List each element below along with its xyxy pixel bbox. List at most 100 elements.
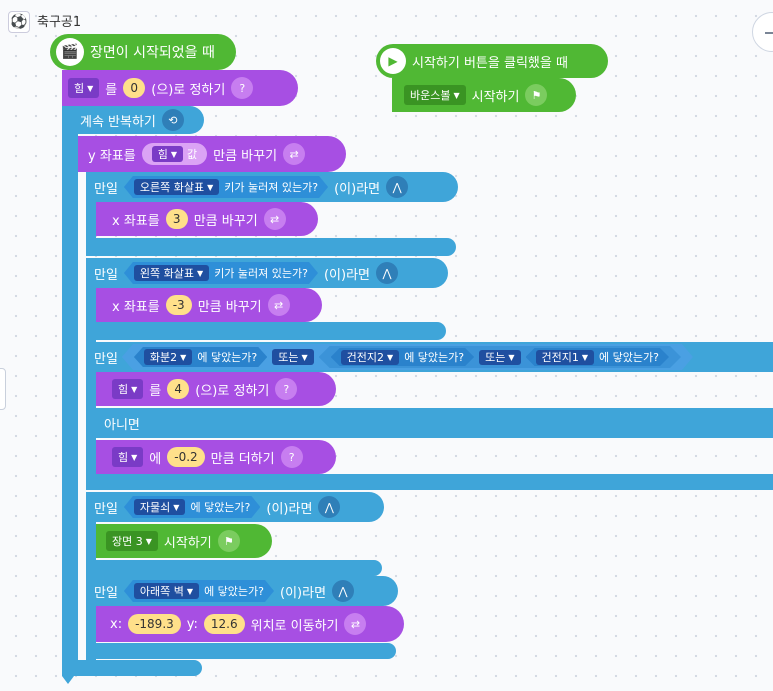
variable-dropdown[interactable]: 힘▼: [112, 447, 144, 467]
chevron-down-icon: ▼: [197, 268, 204, 278]
condition-text: 에 닿았는가?: [204, 585, 264, 598]
change-x-prefix: x 좌표를: [112, 299, 160, 315]
help-icon[interactable]: ?: [275, 378, 298, 400]
change-x-neg-content: x 좌표를 -3 만큼 바꾸기 ⇄: [112, 294, 290, 316]
zoom-out-button[interactable]: [752, 12, 773, 52]
arrows-icon: ⇄: [267, 294, 290, 316]
flag-icon: ⚑: [217, 530, 240, 552]
object-dropdown[interactable]: 건전지2▼: [341, 350, 400, 365]
forever-loop-arm: [62, 130, 78, 675]
touching-condition[interactable]: 아래쪽 벽▼ 에 닿았는가?: [124, 580, 274, 602]
object-dropdown[interactable]: 자물쇠▼: [134, 499, 186, 515]
value-input[interactable]: -0.2: [167, 447, 205, 467]
if-else-end: [86, 474, 773, 490]
value-input[interactable]: 0: [123, 78, 146, 98]
touching-condition-3[interactable]: 건전지1▼ 에 닿았는가?: [526, 348, 669, 366]
chevron-down-icon: ▼: [145, 536, 152, 546]
condition-text: 키가 눌러져 있는가?: [224, 181, 319, 194]
change-x-pos-content: x 좌표를 3 만큼 바꾸기 ⇄: [112, 208, 286, 230]
if-label: 만일: [94, 585, 118, 601]
x-label: x:: [110, 616, 123, 632]
branch-icon: ⋀: [332, 580, 355, 602]
key-pressed-condition[interactable]: 오른쪽 화살표▼ 키가 눌러져 있는가?: [124, 176, 328, 198]
or-label: 또는: [278, 351, 299, 364]
if-label: 만일: [94, 351, 118, 367]
or-condition[interactable]: 화분2▼ 에 닿았는가? 또는▼ 건전지2▼ 에 닿았는가? 또는▼ 건전지1▼…: [122, 344, 693, 370]
touching-condition[interactable]: 자물쇠▼ 에 닿았는가?: [124, 496, 260, 518]
else-content: 아니면: [104, 413, 140, 433]
set-power-4-text2: (으)로 정하기: [195, 383, 270, 399]
then-label: (이)라면: [323, 267, 371, 283]
object-dropdown[interactable]: 화분2▼: [144, 349, 192, 365]
add-power-text1: 에: [149, 451, 162, 467]
if-block-left-arm: [86, 286, 96, 342]
set-power-0-text2: (으)로 정하기: [151, 82, 226, 98]
touching-condition-2[interactable]: 건전지2▼ 에 닿았는가?: [331, 348, 474, 366]
variable-value-slot[interactable]: 힘▼ 값: [141, 143, 208, 165]
variable-dropdown[interactable]: 힘▼: [112, 379, 144, 399]
if-or-content: 만일 화분2▼ 에 닿았는가? 또는▼ 건전지2▼ 에 닿았는가? 또는▼ 건전…: [94, 344, 693, 370]
change-y-prefix: y 좌표를: [88, 148, 136, 164]
change-x-suffix: 만큼 바꾸기: [193, 213, 258, 229]
object-name: 건전지1: [541, 351, 579, 364]
start-bounce-content: 바운스볼▼ 시작하기 ⚑: [404, 84, 548, 106]
add-power-text2: 만큼 더하기: [210, 451, 275, 467]
variable-dropdown[interactable]: 힘▼: [68, 78, 100, 98]
key-dropdown[interactable]: 왼쪽 화살표▼: [134, 265, 209, 281]
object-dropdown[interactable]: 바운스볼▼: [404, 85, 466, 105]
variable-dropdown[interactable]: 힘▼: [151, 146, 183, 162]
sprite-name: 축구공1: [37, 15, 82, 30]
key-dropdown[interactable]: 오른쪽 화살표▼: [134, 179, 219, 195]
or-dropdown[interactable]: 또는▼: [479, 350, 520, 365]
value-input[interactable]: 3: [165, 209, 188, 229]
if-wall-content: 만일 아래쪽 벽▼ 에 닿았는가? (이)라면 ⋀: [94, 580, 355, 602]
key-name: 오른쪽 화살표: [139, 181, 205, 194]
help-icon[interactable]: ?: [280, 446, 303, 468]
event-scene-start-label: 장면이 시작되었을 때: [90, 45, 215, 61]
event-start-click-content: ▶ 시작하기 버튼을 클릭했을 때: [380, 48, 568, 74]
side-panel-handle[interactable]: [0, 368, 6, 410]
if-block-lock-end: [86, 560, 382, 576]
set-variable-block[interactable]: [62, 70, 298, 106]
object-dropdown[interactable]: 아래쪽 벽▼: [134, 583, 199, 599]
loop-icon: ⟲: [161, 109, 184, 131]
set-power-0-text1: 를: [105, 82, 118, 98]
loop-end-arrow: [62, 676, 74, 684]
condition-text: 에 닿았는가?: [404, 351, 465, 364]
arrows-icon: ⇄: [283, 143, 306, 165]
forever-label: 계속 반복하기: [80, 114, 156, 130]
if-block-wall-arm: [86, 604, 96, 660]
object-dropdown[interactable]: 건전지1▼: [536, 350, 595, 365]
chevron-down-icon: ▼: [131, 384, 138, 394]
move-xy-suffix: 위치로 이동하기: [250, 618, 339, 634]
change-y-content: y 좌표를 힘▼ 값 만큼 바꾸기 ⇄: [88, 143, 306, 165]
sprite-thumbnail[interactable]: ⚽: [8, 11, 30, 33]
if-block-right-end: [86, 238, 456, 256]
if-lock-content: 만일 자물쇠▼ 에 닿았는가? (이)라면 ⋀: [94, 496, 341, 518]
if-block-lock-arm: [86, 520, 96, 576]
value-input[interactable]: 4: [167, 379, 190, 399]
object-name: 바운스볼: [410, 89, 451, 102]
scene-dropdown[interactable]: 장면 3▼: [106, 531, 158, 551]
scene-name: 장면 3: [112, 535, 143, 548]
add-power-content: 힘▼ 에 -0.2 만큼 더하기 ?: [112, 446, 303, 468]
x-value-input[interactable]: -189.3: [128, 614, 181, 634]
key-pressed-condition[interactable]: 왼쪽 화살표▼ 키가 눌러져 있는가?: [124, 262, 318, 284]
arrows-icon: ⇄: [263, 208, 286, 230]
object-name: 자물쇠: [139, 501, 171, 514]
value-input[interactable]: -3: [165, 295, 192, 315]
condition-text: 키가 눌러져 있는가?: [214, 267, 308, 280]
chevron-down-icon: ▼: [508, 352, 515, 362]
forever-content: 계속 반복하기 ⟲: [80, 109, 184, 131]
event-start-click-label: 시작하기 버튼을 클릭했을 때: [412, 55, 568, 71]
touching-condition-1[interactable]: 화분2▼ 에 닿았는가?: [134, 347, 267, 367]
event-block-start-click[interactable]: [376, 44, 608, 78]
branch-icon: ⋀: [386, 176, 409, 198]
event-scene-start-content: 🎬 장면이 시작되었을 때: [56, 38, 215, 66]
or-condition-nested[interactable]: 건전지2▼ 에 닿았는가? 또는▼ 건전지1▼ 에 닿았는가?: [319, 346, 681, 368]
or-dropdown[interactable]: 또는▼: [272, 349, 313, 365]
help-icon[interactable]: ?: [231, 77, 254, 99]
y-value-input[interactable]: 12.6: [203, 614, 245, 634]
variable-name: 힘: [157, 148, 168, 161]
set-power-4-text1: 를: [149, 383, 162, 399]
